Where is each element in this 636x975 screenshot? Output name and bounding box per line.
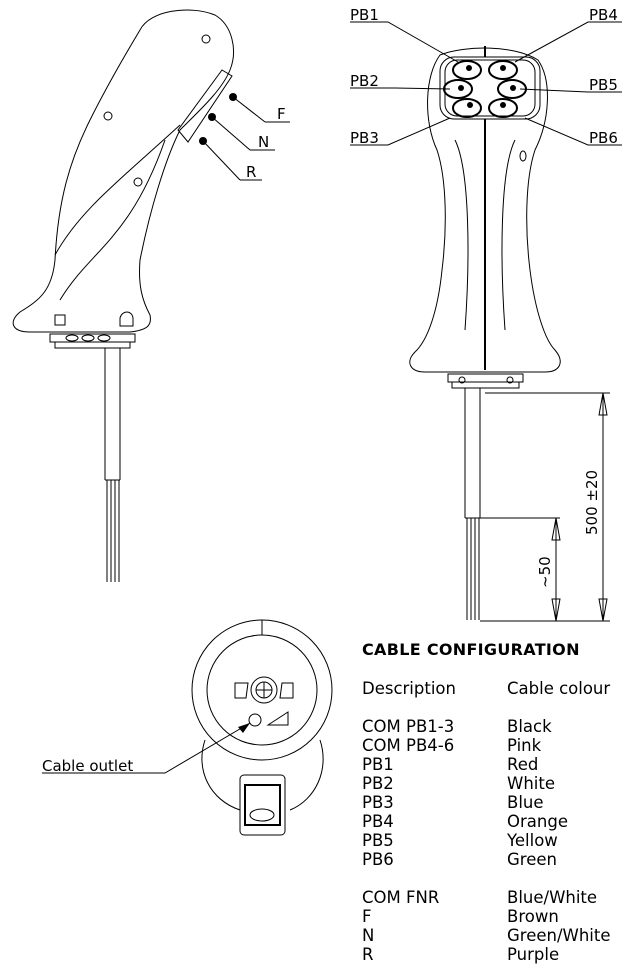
table-row: PB5 Yellow bbox=[362, 831, 611, 850]
label-pb6: PB6 bbox=[589, 129, 618, 147]
row-description: COM PB4-6 bbox=[362, 736, 455, 755]
label-pb4: PB4 bbox=[589, 6, 618, 24]
table-header: Description Cable colour bbox=[362, 679, 611, 698]
dim-strip: ~50 bbox=[536, 556, 554, 588]
table-row: COM PB4-6 Pink bbox=[362, 736, 611, 755]
dim-length: 500 ±20 bbox=[583, 470, 601, 535]
label-pb2: PB2 bbox=[350, 72, 379, 90]
table-row: R Purple bbox=[362, 945, 611, 964]
row-colour: Brown bbox=[507, 907, 559, 926]
row-description: PB1 bbox=[362, 755, 394, 774]
row-colour: Pink bbox=[507, 736, 542, 755]
side-view-joystick: F N R bbox=[12, 9, 290, 582]
row-description: F bbox=[362, 907, 372, 926]
row-colour: Black bbox=[507, 717, 552, 736]
table-row: PB4 Orange bbox=[362, 812, 611, 831]
row-colour: Blue/White bbox=[507, 888, 598, 907]
label-pb3: PB3 bbox=[350, 129, 379, 147]
table-row: PB6 Green bbox=[362, 850, 611, 869]
row-description: PB3 bbox=[362, 793, 394, 812]
row-description: COM FNR bbox=[362, 888, 440, 907]
table-row: PB2 White bbox=[362, 774, 611, 793]
header-colour: Cable colour bbox=[507, 679, 611, 698]
table-row: PB3 Blue bbox=[362, 793, 611, 812]
table-row: N Green/White bbox=[362, 926, 611, 945]
label-cable-outlet: Cable outlet bbox=[42, 757, 133, 775]
dimensions: 500 ±20 ~50 bbox=[480, 392, 610, 622]
row-colour: White bbox=[507, 774, 555, 793]
front-view-joystick: PB1 PB2 PB3 PB4 PB5 PB6 bbox=[350, 6, 622, 620]
cable-configuration-table: CABLE CONFIGURATION Description Cable co… bbox=[362, 640, 611, 964]
table-row: PB1 Red bbox=[362, 755, 611, 774]
row-description: N bbox=[362, 926, 375, 945]
bottom-view-joystick: Cable outlet bbox=[42, 619, 333, 836]
label-n: N bbox=[258, 133, 269, 151]
row-colour: Orange bbox=[507, 812, 568, 831]
row-colour: Blue bbox=[507, 793, 544, 812]
row-description: R bbox=[362, 945, 374, 964]
row-colour: Yellow bbox=[507, 831, 558, 850]
row-colour: Green bbox=[507, 850, 557, 869]
label-pb5: PB5 bbox=[589, 76, 618, 94]
label-f: F bbox=[277, 105, 286, 123]
row-description: PB5 bbox=[362, 831, 394, 850]
label-r: R bbox=[246, 163, 256, 181]
row-description: PB2 bbox=[362, 774, 394, 793]
row-description: PB6 bbox=[362, 850, 394, 869]
table-row: COM PB1-3 Black bbox=[362, 717, 611, 736]
row-description: PB4 bbox=[362, 812, 394, 831]
label-pb1: PB1 bbox=[350, 6, 379, 24]
row-colour: Red bbox=[507, 755, 539, 774]
row-description: COM PB1-3 bbox=[362, 717, 455, 736]
table-title: CABLE CONFIGURATION bbox=[362, 640, 580, 659]
header-description: Description bbox=[362, 679, 456, 698]
table-row: COM FNR Blue/White bbox=[362, 888, 611, 907]
table-row: F Brown bbox=[362, 907, 611, 926]
row-colour: Green/White bbox=[507, 926, 611, 945]
row-colour: Purple bbox=[507, 945, 560, 964]
